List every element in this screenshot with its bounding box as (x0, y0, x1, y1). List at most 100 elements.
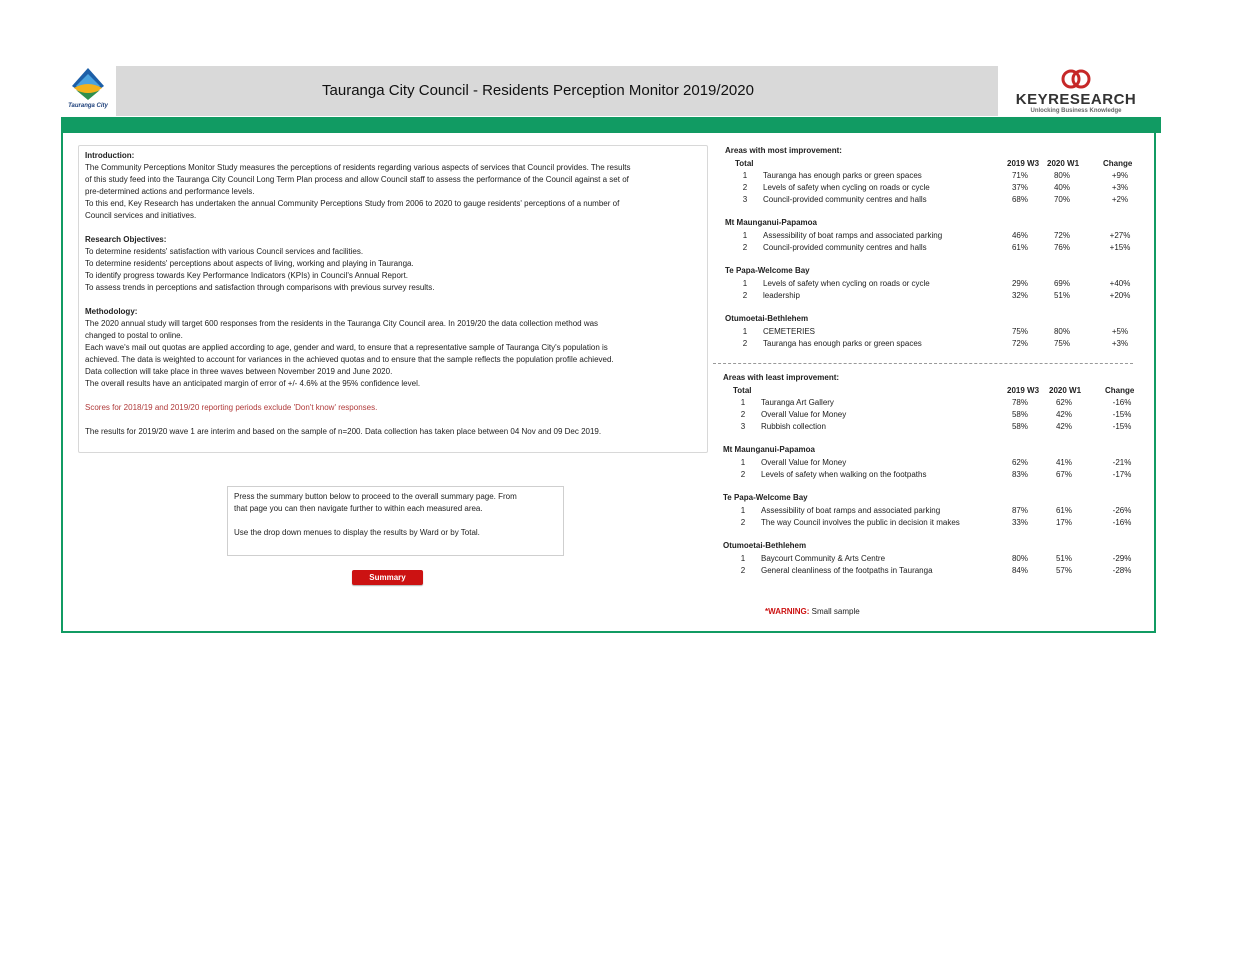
value-2020-w1: 80% (1053, 171, 1070, 180)
value-2019-w3: 37% (1011, 183, 1028, 192)
column-header: 2019 W3 (1007, 386, 1040, 395)
instruction-line: Use the drop down menues to display the … (234, 528, 480, 537)
row-label: Assessibility of boat ramps and associat… (761, 506, 941, 515)
value-2020-w1: 72% (1053, 231, 1070, 240)
row-rank: 1 (742, 327, 748, 336)
methodology-line: achieved. The data is weighted to accoun… (85, 355, 614, 364)
keyresearch-name: KEYRESEARCH (1015, 91, 1137, 108)
value-2020-w1: 61% (1055, 506, 1072, 515)
value-2019-w3: 58% (1011, 422, 1028, 431)
value-2020-w1: 42% (1055, 422, 1072, 431)
value-change: +20% (1109, 291, 1131, 300)
objective-line: To identify progress towards Key Perform… (85, 271, 409, 280)
value-2019-w3: 29% (1011, 279, 1028, 288)
methodology-line: Each wave's mail out quotas are applied … (85, 343, 608, 352)
tauranga-city-logo: Tauranga City (62, 66, 114, 118)
value-2020-w1: 70% (1053, 195, 1070, 204)
value-2020-w1: 80% (1053, 327, 1070, 336)
value-2019-w3: 58% (1011, 410, 1028, 419)
value-change: -16% (1112, 518, 1132, 527)
objective-line: To determine residents' satisfaction wit… (85, 247, 364, 256)
methodology-line: The overall results have an anticipated … (85, 379, 421, 388)
table-row: 1 Assessibility of boat ramps and associa… (737, 505, 1147, 517)
summary-button[interactable]: Summary (352, 570, 423, 585)
table-row: 2 Tauranga has enough parks or green spac… (739, 338, 1149, 350)
row-rank: 2 (742, 339, 748, 348)
row-label: Levels of safety when cycling on roads o… (763, 183, 930, 192)
row-rank: 2 (740, 518, 746, 527)
value-change: +27% (1109, 231, 1131, 240)
row-label: Baycourt Community & Arts Centre (761, 554, 886, 563)
value-change: +5% (1111, 327, 1129, 336)
row-label: Rubbish collection (761, 422, 826, 431)
row-label: The way Council involves the public in d… (761, 518, 960, 527)
methodology-line: changed to postal to online. (85, 331, 183, 340)
row-rank: 2 (742, 291, 748, 300)
instruction-line: that page you can then navigate further … (234, 504, 483, 513)
value-2019-w3: 46% (1011, 231, 1028, 240)
value-2020-w1: 62% (1055, 398, 1072, 407)
warning-note: *WARNING: Small sample (765, 607, 860, 616)
table-row: 2 Levels of safety when cycling on roads … (739, 182, 1149, 194)
value-change: +3% (1111, 339, 1129, 348)
row-rank: 1 (740, 458, 746, 467)
methodology-line: Data collection will take place in three… (85, 367, 393, 376)
value-change: -29% (1112, 554, 1132, 563)
value-2020-w1: 69% (1053, 279, 1070, 288)
group-name: Te Papa-Welcome Bay (723, 493, 808, 502)
value-change: -15% (1112, 410, 1132, 419)
row-rank: 1 (740, 506, 746, 515)
intro-line: pre-determined actions and performance l… (85, 187, 255, 196)
value-2019-w3: 61% (1011, 243, 1028, 252)
intro-line: of this study feed into the Tauranga Cit… (85, 175, 629, 184)
value-2019-w3: 83% (1011, 470, 1028, 479)
value-change: -28% (1112, 566, 1132, 575)
column-header: Change (1105, 386, 1135, 395)
value-2019-w3: 87% (1011, 506, 1028, 515)
page-title: Tauranga City Council - Residents Percep… (322, 82, 754, 99)
column-header: 2019 W3 (1007, 159, 1040, 168)
table-row: 1 Tauranga has enough parks or green spac… (739, 170, 1149, 182)
table-row: 3 Council-provided community centres and … (739, 194, 1149, 206)
row-rank: 3 (742, 195, 748, 204)
green-band (61, 117, 1161, 133)
row-label: Assessibility of boat ramps and associat… (763, 231, 943, 240)
warning-label: *WARNING: (765, 607, 810, 616)
value-2020-w1: 57% (1055, 566, 1072, 575)
column-header: 2020 W1 (1049, 386, 1082, 395)
row-rank: 1 (742, 231, 748, 240)
keyresearch-tagline: Unlocking Business Knowledge (1030, 108, 1122, 114)
column-header: Change (1103, 159, 1133, 168)
value-change: -16% (1112, 398, 1132, 407)
keyresearch-logo: KEYRESEARCH Unlocking Business Knowledge (1000, 66, 1152, 118)
row-label: Tauranga has enough parks or green space… (763, 171, 922, 180)
value-2019-w3: 78% (1011, 398, 1028, 407)
value-2019-w3: 72% (1011, 339, 1028, 348)
value-2020-w1: 40% (1053, 183, 1070, 192)
row-label: Tauranga has enough parks or green space… (763, 339, 922, 348)
row-label: Council-provided community centres and h… (763, 195, 927, 204)
value-2020-w1: 41% (1055, 458, 1072, 467)
group-name: Total (735, 159, 754, 168)
value-2019-w3: 84% (1011, 566, 1028, 575)
row-label: General cleanliness of the footpaths in … (761, 566, 933, 575)
row-rank: 2 (740, 470, 746, 479)
tauranga-logo-text: Tauranga City (68, 103, 108, 109)
value-change: +3% (1111, 183, 1129, 192)
group-name: Mt Maunganui-Papamoa (723, 445, 816, 454)
content-frame (61, 133, 1156, 633)
row-rank: 2 (742, 183, 748, 192)
row-label: Tauranga Art Gallery (761, 398, 834, 407)
value-2020-w1: 17% (1055, 518, 1072, 527)
dashed-divider (713, 363, 1133, 364)
value-change: +15% (1109, 243, 1131, 252)
value-2019-w3: 68% (1011, 195, 1028, 204)
row-rank: 1 (742, 171, 748, 180)
